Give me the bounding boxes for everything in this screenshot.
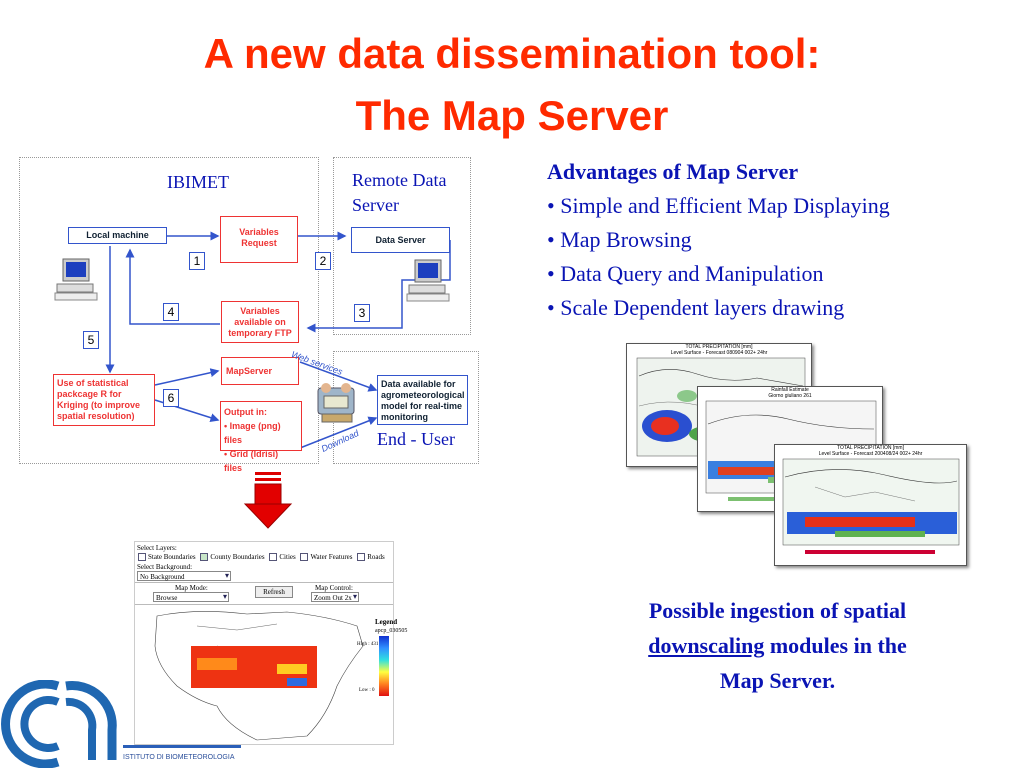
ibimet-region xyxy=(19,157,319,464)
data-available-box: Data available for agrometeorological mo… xyxy=(377,375,468,425)
statistical-line4: spatial resolution) xyxy=(57,411,135,421)
output-box: Output in: • Image (png) files • Grid (I… xyxy=(220,401,302,473)
remote-data-server-label: Remote Data Server xyxy=(352,168,446,218)
step-2-badge: 2 xyxy=(315,252,331,270)
end-user-label: End - User xyxy=(377,429,455,449)
refresh-button[interactable]: Refresh xyxy=(255,586,293,598)
map1-subtitle: Level Surface - Forecast 080904 002+ 24h… xyxy=(670,350,768,356)
possible-line1: Possible ingestion of spatial xyxy=(648,598,907,623)
layer-label: County Boundaries xyxy=(210,553,265,561)
variables-request-box: Variables Request xyxy=(220,216,298,263)
checkbox-icon[interactable] xyxy=(138,553,146,562)
cnr-logo-icon xyxy=(1,680,117,768)
background-select[interactable]: No Background xyxy=(137,571,231,581)
data-available-line2: agrometeorological xyxy=(381,390,465,400)
legend-title: Legend xyxy=(375,618,398,626)
statistical-line3: Kriging (to improve xyxy=(57,400,140,410)
divider xyxy=(135,582,393,583)
slide-title-line1: A new data dissemination tool: xyxy=(203,30,821,77)
variables-available-line3: temporary FTP xyxy=(228,328,292,338)
possible-line2-rest: modules in the xyxy=(764,633,907,658)
possible-line2: downscaling modules in the xyxy=(600,628,955,663)
select-background-label: Select Background: xyxy=(137,563,193,571)
possible-ingestion-text: Possible ingestion of spatial downscalin… xyxy=(600,593,955,698)
map2-subtitle: Giorno giuliano 261 xyxy=(768,393,812,399)
remote-server-region xyxy=(333,157,471,335)
map-mode-label: Map Mode: xyxy=(175,584,208,592)
map-control-label: Map Control: xyxy=(315,584,353,592)
users-icon xyxy=(317,383,355,423)
advantage-item: • Data Query and Manipulation xyxy=(547,261,824,286)
data-available-line1: Data available for xyxy=(381,379,456,389)
map3-subtitle: Level Surface - Forecast 200408/24 002+ … xyxy=(818,451,923,457)
checkbox-icon[interactable] xyxy=(300,553,309,562)
step-1-badge: 1 xyxy=(189,252,205,270)
layer-label: Roads xyxy=(367,553,385,561)
layer-label: Cities xyxy=(279,553,296,561)
advantage-item: • Map Browsing xyxy=(547,227,692,252)
map3-title: TOTAL PRECIPITATION [mm] xyxy=(837,445,904,451)
map-mode-select[interactable]: Browse xyxy=(153,592,229,602)
map1-title: TOTAL PRECIPITATION [mm] xyxy=(685,344,753,350)
map-control-select[interactable]: Zoom Out 2x xyxy=(311,592,359,602)
local-machine-box: Local machine xyxy=(68,227,167,244)
legend-low: Low : 0 xyxy=(359,688,375,693)
checkbox-icon[interactable] xyxy=(357,553,366,562)
checkbox-icon[interactable] xyxy=(269,553,278,562)
precip-map-3: TOTAL PRECIPITATION [mm] Level Surface -… xyxy=(774,444,967,566)
statistical-line2: packcage R for xyxy=(57,389,122,399)
slide-title-line2: The Map Server xyxy=(355,92,669,139)
map3-image xyxy=(782,458,960,554)
advantages-list: Advantages of Map Server • Simple and Ef… xyxy=(547,155,890,325)
step-3-badge: 3 xyxy=(354,304,370,322)
legend-scale xyxy=(379,636,389,696)
institute-banner: ISTITUTO DI BIOMETEOROLOGIA xyxy=(123,745,241,768)
statistical-box: Use of statistical packcage R for Krigin… xyxy=(53,374,155,426)
statistical-line1: Use of statistical xyxy=(57,378,129,388)
checkbox-checked-icon[interactable] xyxy=(200,553,209,562)
variables-request-line1: Variables xyxy=(239,227,279,237)
institute-name: ISTITUTO DI BIOMETEOROLOGIA xyxy=(123,754,235,761)
map2-title: Rainfall Estimate xyxy=(771,387,809,393)
layer-label: Water Features xyxy=(310,553,353,561)
downscaling-link[interactable]: downscaling xyxy=(648,633,765,658)
variables-request-line2: Request xyxy=(241,238,277,248)
computer-icon-remote xyxy=(406,259,450,302)
computer-icon-ibimet xyxy=(54,258,98,301)
remote-label-line2: Server xyxy=(352,195,399,215)
africa-map[interactable] xyxy=(137,606,373,742)
ibimet-label: IBIMET xyxy=(167,172,229,192)
down-arrow-icon xyxy=(243,472,293,529)
layer-checkboxes: State Boundaries County Boundaries Citie… xyxy=(135,553,385,562)
step-5-badge: 5 xyxy=(83,331,99,349)
divider xyxy=(135,604,393,605)
variables-available-box: Variables available on temporary FTP xyxy=(221,301,299,343)
data-server-box: Data Server xyxy=(351,227,450,253)
select-layers-label: Select Layers: xyxy=(137,544,177,552)
output-line3: • Grid (Idrisi) files xyxy=(224,449,279,473)
output-line1: Output in: xyxy=(224,407,267,417)
data-available-line3: model for real-time xyxy=(381,401,463,411)
possible-line3: Map Server. xyxy=(719,668,836,693)
legend-high: High : 431 xyxy=(357,642,379,647)
remote-label-line1: Remote Data xyxy=(352,170,447,190)
mapserver-box: MapServer xyxy=(221,357,299,385)
mapserver-screenshot: Select Layers: State Boundaries County B… xyxy=(134,541,407,745)
step-6-badge: 6 xyxy=(163,389,179,407)
step-4-badge: 4 xyxy=(163,303,179,321)
advantage-item: • Scale Dependent layers drawing xyxy=(547,295,845,320)
advantages-heading: Advantages of Map Server xyxy=(547,159,799,184)
legend-layer-name: apcp_030505 xyxy=(375,628,408,634)
layer-label: State Boundaries xyxy=(148,553,196,561)
variables-available-line2: available on xyxy=(234,317,286,327)
data-available-line4: monitoring xyxy=(381,412,428,422)
output-line2: • Image (png) files xyxy=(224,421,281,445)
advantage-item: • Simple and Efficient Map Displaying xyxy=(547,193,890,218)
variables-available-line1: Variables xyxy=(240,306,280,316)
